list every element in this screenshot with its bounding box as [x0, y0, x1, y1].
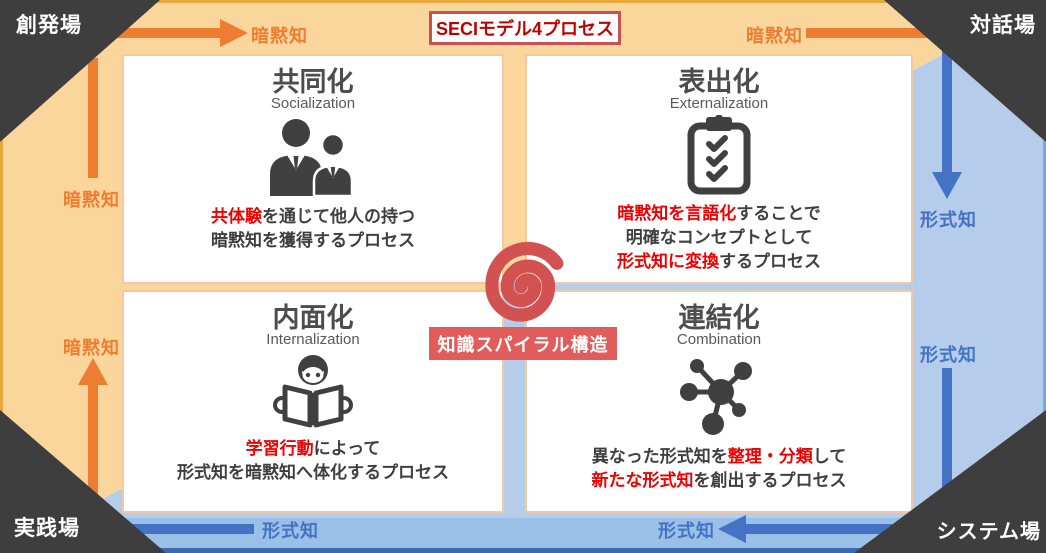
quadrant-description: 異なった形式知を整理・分類して 新たな形式知を創出するプロセス: [591, 446, 847, 490]
explicit-arrow-right-line: [942, 50, 952, 172]
bottom-border-line: [0, 548, 1046, 553]
explicit-label-bottom-right: 形式知: [658, 521, 715, 541]
explicit-arrow-right-head-icon: [932, 172, 962, 199]
quadrant-description: 共体験を通じて他人の持つ 暗黙知を獲得するプロセス: [211, 206, 415, 250]
explicit-label-right-top: 形式知: [920, 210, 977, 230]
tacit-arrow-top-tail: [806, 28, 936, 38]
corner-label: 実践場: [14, 517, 80, 540]
quadrant-subtitle: Internalization: [266, 331, 360, 349]
clipboard-checklist-icon: [685, 114, 753, 200]
panel-externalization: 表出化 Externalization 暗黙知を言語化することで 明確なコンセプ…: [525, 54, 913, 284]
two-people-icon: [266, 118, 360, 201]
explicit-arrow-bottom-tail: [126, 524, 254, 534]
network-icon: [676, 354, 762, 441]
explicit-arrow-right-tail: [942, 368, 952, 493]
panel-socialization: 共同化 Socialization 共体験を通じて他人の持つ 暗黙知を獲得するプ…: [122, 54, 504, 284]
quadrant-subtitle: Externalization: [669, 95, 769, 113]
left-border-line: [0, 118, 3, 420]
corner-label: 創発場: [16, 14, 82, 37]
knowledge-spiral-icon: [452, 234, 590, 339]
tacit-label-left-top: 暗黙知: [63, 190, 120, 210]
person-reading-icon: [273, 354, 353, 433]
tacit-arrow-top-line: [100, 28, 220, 38]
quadrant-title: 共同化: [272, 67, 354, 97]
tacit-arrow-left-head-icon: [78, 358, 108, 385]
right-border-line: [1043, 130, 1046, 420]
explicit-label-right-bottom: 形式知: [920, 345, 977, 365]
quadrant-title: 表出化: [678, 67, 760, 97]
quadrant-subtitle: Socialization: [270, 95, 356, 113]
panel-internalization: 内面化 Internalization 学習行動によって 形式知を暗黙知へ体化す…: [122, 290, 504, 513]
corner-label: 対話場: [970, 14, 1036, 37]
quadrant-title: 連結化: [678, 303, 760, 333]
diagram-title: SECIモデル4プロセス: [429, 11, 621, 45]
quadrant-subtitle: Combination: [676, 331, 762, 349]
tacit-label-top-left: 暗黙知: [251, 26, 308, 46]
corner-label: システム場: [936, 521, 1041, 543]
explicit-label-bottom-left: 形式知: [262, 521, 319, 541]
knowledge-spiral-label: 知識スパイラル構造: [429, 327, 617, 360]
tacit-arrow-left-line: [88, 385, 98, 500]
quadrant-description: 暗黙知を言語化することで 明確なコンセプトとして 形式知に変換するプロセス: [617, 203, 821, 272]
tacit-label-left-bottom: 暗黙知: [63, 338, 120, 358]
tacit-arrow-left-tail: [88, 58, 98, 178]
tacit-arrow-top-head-icon: [220, 19, 248, 47]
explicit-arrow-bottom-head-icon: [718, 515, 746, 543]
quadrant-title: 内面化: [272, 303, 354, 333]
top-border-line: [0, 0, 1046, 3]
tacit-label-top-right: 暗黙知: [746, 26, 803, 46]
quadrant-description: 学習行動によって 形式知を暗黙知へ体化するプロセス: [177, 438, 449, 482]
explicit-arrow-bottom-line: [746, 524, 892, 534]
